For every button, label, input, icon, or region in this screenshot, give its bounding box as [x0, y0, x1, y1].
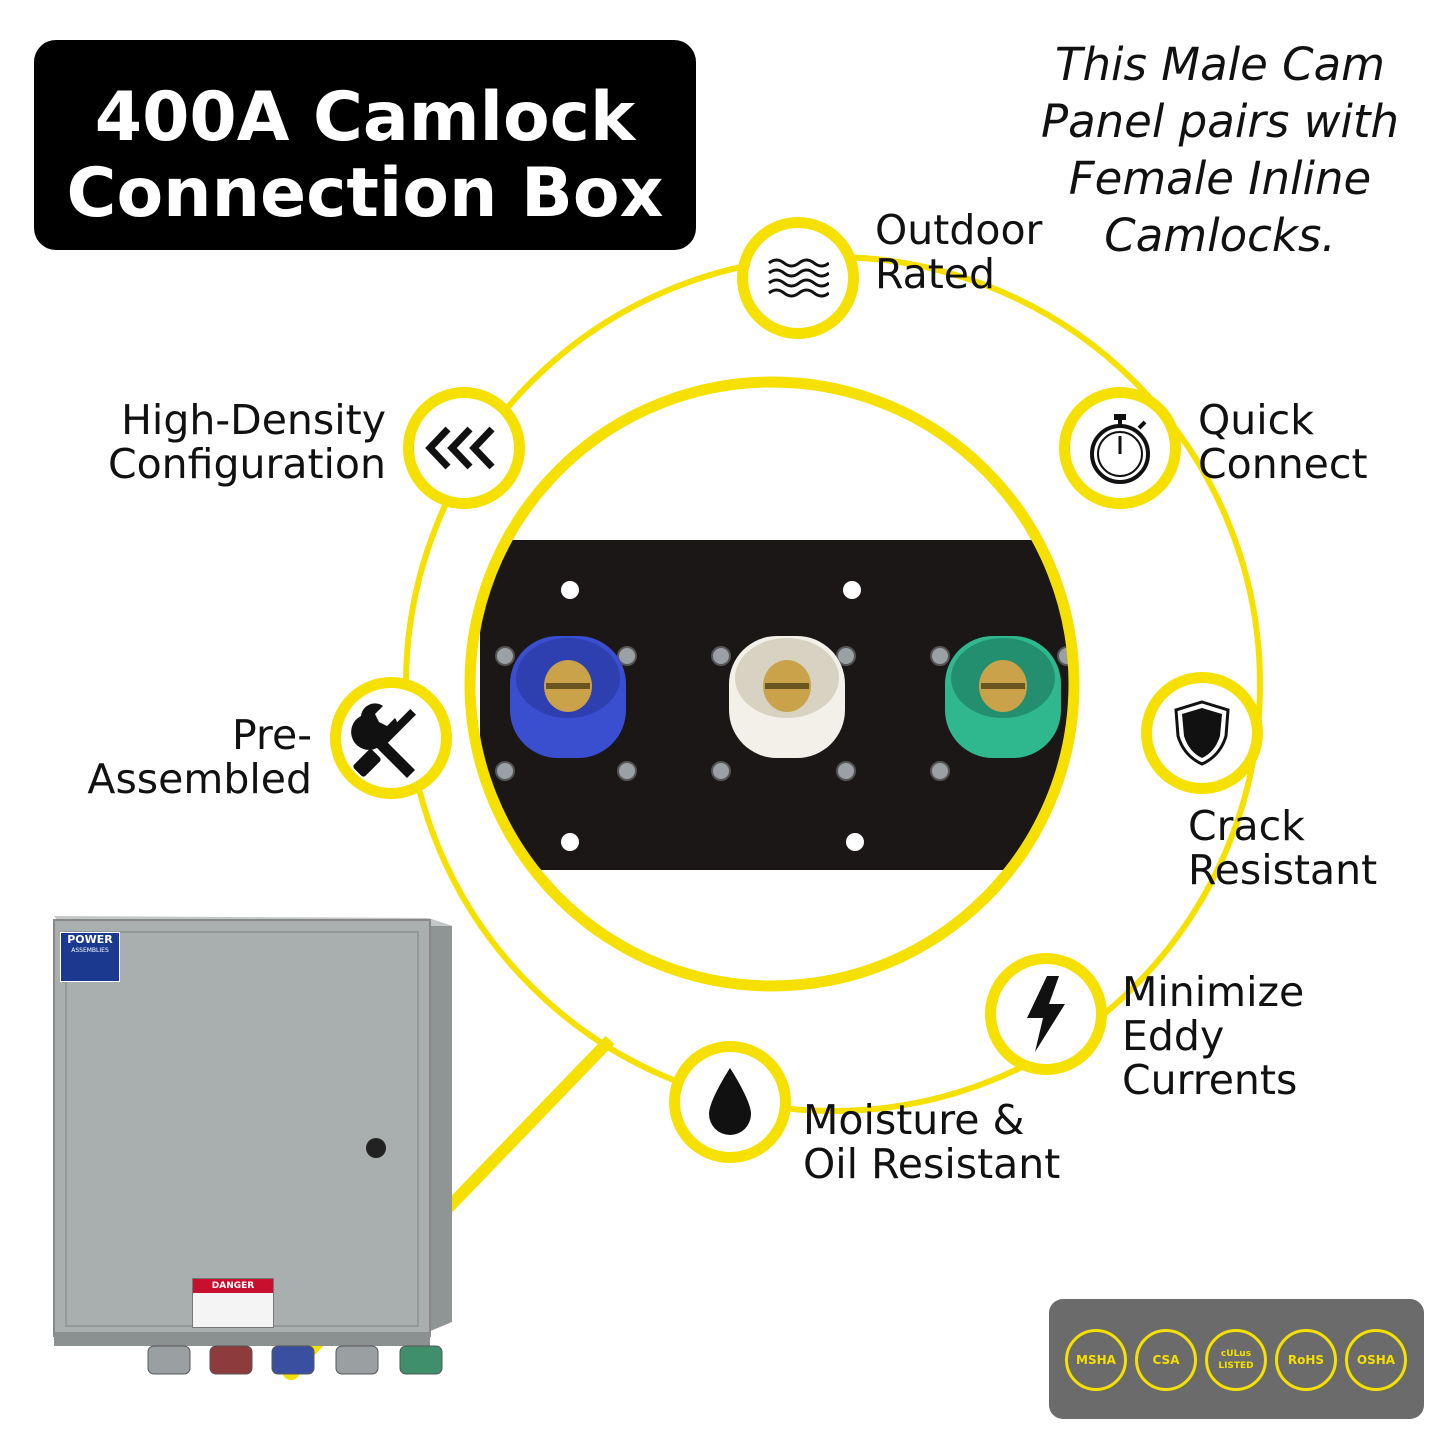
msha-badge: MSHA: [1065, 1329, 1127, 1391]
pairing-note-line: This Male Cam: [1055, 38, 1385, 91]
title-line-2: Connection Box: [66, 154, 664, 233]
feature-moisture-oil: Moisture & Oil Resistant: [803, 1096, 1061, 1188]
osha-badge: OSHA: [1345, 1329, 1407, 1391]
rohs-badge: RoHS: [1275, 1329, 1337, 1391]
title-box: 400A Camlock Connection Box: [34, 40, 696, 250]
feature-quick-connect: Quick Connect: [1198, 396, 1368, 488]
pairing-note-line: Camlocks.: [1104, 209, 1336, 262]
ul-listed-badge: cULus LISTED: [1205, 1329, 1267, 1391]
green-camlock: [945, 636, 1061, 758]
feature-crack-resistant: Crack Resistant: [1188, 802, 1378, 894]
csa-badge: CSA: [1135, 1329, 1197, 1391]
feature-pre-assembled: Pre- Assembled: [87, 711, 312, 803]
wrench-screwdriver-icon: [330, 677, 452, 799]
feature-minimize-eddy: Minimize Eddy Currents: [1122, 968, 1305, 1104]
shield-icon: [1141, 672, 1263, 794]
brand-label: POWER ASSEMBLIES: [60, 932, 120, 982]
droplet-icon: [669, 1041, 791, 1163]
enclosure-box: POWER ASSEMBLIES DANGER: [40, 912, 452, 1378]
title-line-1: 400A Camlock: [94, 78, 636, 157]
pairing-note: This Male Cam Panel pairs with Female In…: [1000, 36, 1440, 264]
stopwatch-icon: [1059, 387, 1181, 509]
chevrons-left-icon: [403, 387, 525, 509]
feature-high-density: High-Density Configuration: [107, 396, 386, 488]
feature-outdoor-rated: Outdoor Rated: [875, 206, 1043, 298]
white-camlock: [729, 636, 845, 758]
pairing-note-line: Panel pairs with: [1040, 95, 1400, 148]
waves-icon: [737, 217, 859, 339]
lightning-icon: [985, 953, 1107, 1075]
pairing-note-line: Female Inline: [1068, 152, 1372, 205]
camlock-panel-photo: [470, 382, 1074, 986]
certification-panel: MSHA CSA cULus LISTED RoHS OSHA: [1049, 1299, 1424, 1419]
blue-camlock: [510, 636, 626, 758]
inner-ring: [464, 376, 1080, 992]
danger-label: DANGER: [192, 1278, 274, 1328]
